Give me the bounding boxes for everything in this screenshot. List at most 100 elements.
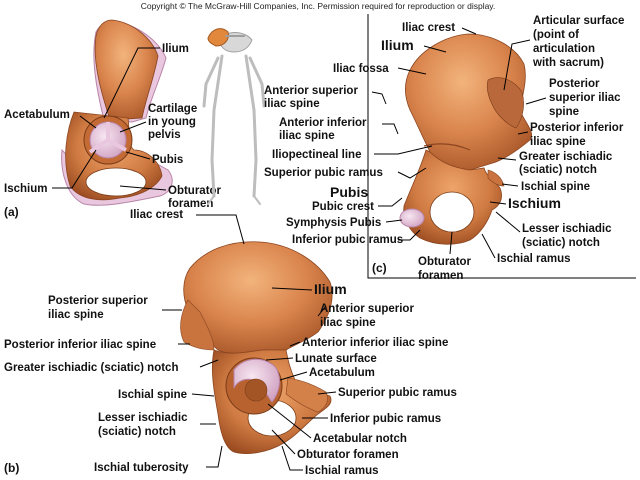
label-b-lsn-1: Lesser ischiadic (98, 412, 188, 424)
label-c-articular-1: Articular surface (533, 15, 624, 27)
leader-a-ischium (52, 149, 97, 189)
panel-a: Ilium Acetabulum Cartilage in young pelv… (4, 19, 222, 219)
leader-b-lunate (265, 357, 294, 361)
label-c-lsn-2: (sciatic) notch (522, 237, 600, 249)
obturator-foramen-c (429, 191, 475, 233)
ilium-blade-c (405, 33, 532, 171)
leader-a-pubis (125, 151, 151, 160)
label-c-aiis-2: iliac spine (279, 130, 335, 142)
label-b-lsn-2: (sciatic) notch (98, 426, 176, 438)
leader-b-iliac-crest (196, 214, 245, 245)
leader-c-iliac-crest (461, 27, 477, 35)
leader-a-ilium (103, 47, 160, 119)
label-c-obturator-1: Obturator (418, 256, 472, 268)
leader-c-piis (517, 131, 529, 135)
posterior-ilium-b (180, 299, 215, 351)
leader-a-acetabulum (79, 115, 97, 129)
leader-c-spr (397, 167, 427, 179)
leader-b-acetabulum (279, 371, 308, 381)
label-c-piis-1: Posterior inferior (530, 122, 624, 134)
leader-b-obturator-foramen (271, 429, 296, 455)
label-b-spr: Superior pubic ramus (338, 387, 457, 399)
panel-b-label: (b) (4, 461, 19, 475)
obturator-foramen-a (85, 167, 147, 197)
label-c-pubis: Pubis (330, 184, 368, 200)
leader-c-ischial-spine (501, 183, 519, 187)
ischial-spine-c (487, 169, 505, 187)
label-b-aiis: Anterior inferior iliac spine (302, 337, 448, 349)
panel-c-frame (367, 14, 636, 279)
leader-b-aiis (289, 341, 301, 347)
acetabular-fossa-b (244, 378, 268, 402)
leader-b-asis (317, 305, 327, 317)
leader-c-psis (525, 97, 547, 105)
leader-c-ischium (489, 201, 507, 205)
label-a-cartilage-1: Cartilage (148, 103, 197, 115)
label-b-gsn: Greater ischiadic (sciatic) notch (4, 362, 178, 374)
label-b-obturator-foramen: Obturator foramen (297, 449, 399, 461)
label-c-spr: Superior pubic ramus (264, 167, 383, 179)
label-a-obturator-2: foramen (168, 198, 213, 210)
iliopectineal-ridge-c (423, 143, 471, 151)
copyright-notice: Copyright © The McGraw-Hill Companies, I… (141, 1, 496, 11)
label-c-asis-1: Anterior superior (264, 85, 358, 97)
label-c-ischial-ramus: Ischial ramus (497, 253, 571, 265)
leader-b-gsn (199, 359, 219, 368)
label-b-ischial-ramus: Ischial ramus (305, 465, 379, 477)
label-a-acetabulum: Acetabulum (4, 109, 70, 121)
label-c-piis-2: iliac spine (530, 136, 586, 148)
triradiate-cartilage (88, 122, 127, 154)
leader-c-pubic-crest (378, 197, 403, 207)
label-c-iliopectineal: Iliopectineal line (272, 149, 361, 161)
leader-c-aiis (382, 123, 399, 135)
label-c-asis-2: iliac spine (264, 98, 320, 110)
label-c-symphysis: Symphysis Pubis (286, 217, 381, 229)
label-c-iliac-fossa: Iliac fossa (333, 63, 389, 75)
leader-b-ilium (271, 287, 313, 291)
label-a-pubis: Pubis (152, 154, 183, 166)
label-c-ipr: Inferior pubic ramus (292, 234, 403, 246)
leader-c-gsn (497, 157, 517, 161)
symphysis-surface-c (399, 208, 425, 228)
label-c-articular-2: (point of (533, 29, 579, 41)
leader-a-cartilage (119, 121, 147, 133)
label-c-psis-2: superior iliac (549, 92, 621, 104)
label-c-lsn-1: Lesser ischiadic (522, 223, 612, 235)
leader-b-acetabular-notch (267, 403, 312, 439)
label-b-lunate: Lunate surface (295, 353, 377, 365)
leader-c-iliac-fossa (397, 67, 427, 75)
leader-c-asis (371, 91, 387, 105)
leader-b-ischial-tuberosity (206, 445, 223, 468)
label-b-asis-1: Anterior superior (320, 303, 414, 315)
leader-c-ipr (398, 229, 421, 241)
articular-surface-c (486, 77, 524, 129)
label-c-obturator-2: foramen (418, 270, 463, 282)
label-b-psis-1: Posterior superior (48, 295, 148, 307)
leader-b-ischial-ramus (281, 445, 303, 471)
label-c-gsn-1: Greater ischiadic (519, 151, 613, 163)
label-b-asis-2: iliac spine (320, 317, 376, 329)
label-a-obturator-1: Obturator (168, 185, 222, 197)
leader-b-ischial-spine (191, 393, 215, 397)
label-a-cartilage-2: in young (148, 116, 196, 128)
label-c-articular-4: with sacrum) (532, 57, 604, 69)
leader-c-iliopectineal (374, 145, 433, 155)
label-b-ipr: Inferior pubic ramus (330, 413, 441, 425)
label-b-piis: Posterior inferior iliac spine (4, 339, 156, 351)
label-b-acetabulum: Acetabulum (309, 367, 375, 379)
label-a-ilium: Ilium (162, 43, 189, 55)
leader-a-obturator (119, 185, 167, 191)
leader-c-symphysis (385, 219, 403, 223)
label-c-ischium: Ischium (508, 195, 561, 211)
leader-c-ilium (423, 45, 447, 53)
leader-b-spr (317, 391, 337, 395)
panel-c-label: (c) (372, 261, 387, 275)
label-b-acetabular-notch: Acetabular notch (313, 433, 407, 445)
panel-b: Iliac crest Ilium Posterior superior ili… (4, 209, 457, 477)
leader-c-articular (503, 39, 531, 91)
label-c-psis-3: spine (549, 106, 579, 118)
label-a-ischium: Ischium (4, 183, 47, 195)
label-c-ilium: Ilium (381, 37, 414, 53)
panel-a-label: (a) (4, 205, 19, 219)
superior-pubic-ramus-b (285, 377, 328, 413)
